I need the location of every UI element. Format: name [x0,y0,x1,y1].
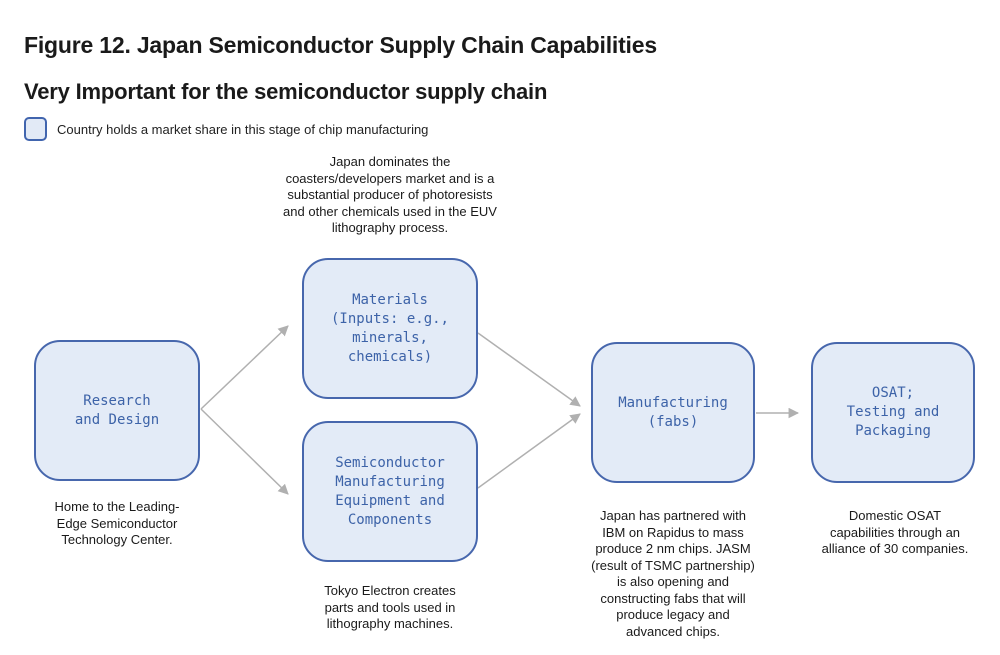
figure-subtitle: Very Important for the semiconductor sup… [24,79,548,104]
node-equipment: Semiconductor Manufacturing Equipment an… [302,421,478,562]
arrow-materials-to-manufacturing [477,332,581,407]
node-materials: Materials (Inputs: e.g., minerals, chemi… [302,258,478,399]
note-osat: Domestic OSAT capabilities through an al… [821,508,969,556]
node-osat: OSAT; Testing and Packaging [811,342,975,483]
node-research-and-design: Research and Design [34,340,200,481]
figure-title: Figure 12. Japan Semiconductor Supply Ch… [24,32,657,58]
note-manufacturing: Japan has partnered with IBM on Rapidus … [591,508,755,639]
note-research: Home to the Leading- Edge Semiconductor … [54,499,180,547]
arrow-research-to-materials [200,325,289,410]
arrow-research-to-equipment [200,408,289,495]
legend: Country holds a market share in this sta… [24,117,428,141]
arrow-equipment-to-manufacturing [477,413,581,489]
legend-label: Country holds a market share in this sta… [57,121,429,137]
note-equipment: Tokyo Electron creates parts and tools u… [324,583,456,631]
node-manufacturing: Manufacturing (fabs) [591,342,755,483]
note-materials: Japan dominates the coasters/developers … [283,154,497,235]
legend-swatch [24,117,47,141]
